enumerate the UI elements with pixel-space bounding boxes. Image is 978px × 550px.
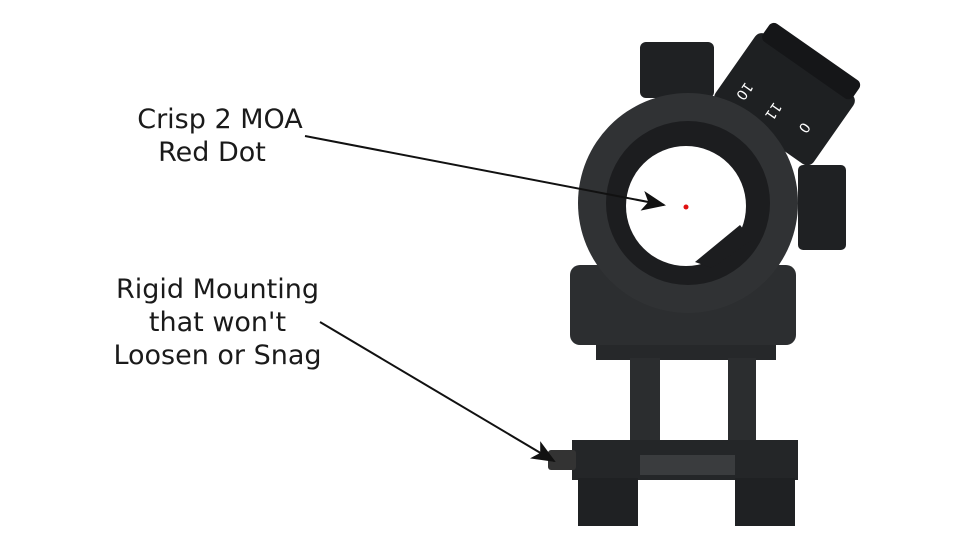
elevation-knob — [640, 42, 714, 98]
callout-line: Loosen or Snag — [113, 340, 322, 371]
mount — [548, 330, 798, 526]
callout-red-dot: Crisp 2 MOA Red Dot — [120, 103, 320, 169]
callout-line: Red Dot — [158, 137, 266, 168]
windage-knob — [798, 165, 846, 250]
callout-line: Rigid Mounting — [115, 274, 319, 305]
callout-arrow — [304, 135, 666, 211]
callout-arrow — [319, 321, 556, 463]
red-dot — [683, 204, 689, 210]
callout-line: that won't — [148, 307, 287, 338]
callout-line: Crisp 2 MOA — [137, 104, 303, 135]
turret-dial: 10 11 0 — [714, 22, 861, 166]
callout-mounting: Rigid Mounting that won't Loosen or Snag — [100, 273, 335, 372]
